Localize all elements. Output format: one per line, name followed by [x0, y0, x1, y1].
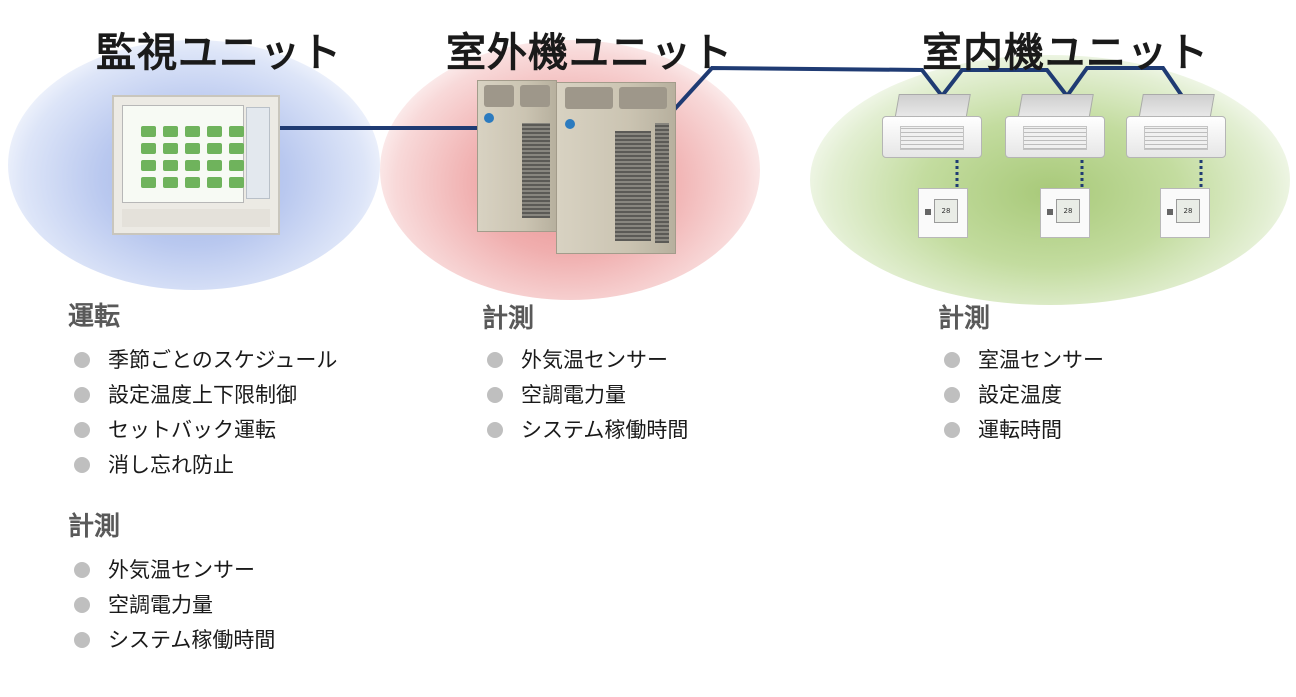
brand-logo-icon	[565, 119, 575, 129]
bullet-icon	[74, 632, 90, 648]
monitor-operation-heading: 運転	[68, 302, 121, 332]
remote-controller-1: 28	[918, 188, 968, 238]
bullet-icon	[74, 422, 90, 438]
list-item: 設定温度上下限制御	[74, 378, 337, 413]
outdoor-indoor-link	[670, 65, 1184, 114]
outdoor-unit-right	[556, 82, 676, 254]
outdoor-measurement-heading: 計測	[482, 304, 535, 334]
list-item: 消し忘れ防止	[74, 448, 337, 483]
list-item: 空調電力量	[487, 378, 688, 413]
monitor-button-grid	[141, 126, 244, 188]
monitor-screen	[122, 105, 244, 203]
bullet-icon	[74, 387, 90, 403]
list-item: 設定温度	[944, 378, 1104, 413]
bullet-icon	[487, 387, 503, 403]
remote-controller-3: 28	[1160, 188, 1210, 238]
bullet-icon	[944, 352, 960, 368]
list-item: システム稼働時間	[74, 623, 275, 658]
bullet-icon	[74, 597, 90, 613]
list-item: 外気温センサー	[74, 553, 275, 588]
brand-logo-icon	[484, 113, 494, 123]
bullet-icon	[944, 422, 960, 438]
bullet-icon	[74, 457, 90, 473]
indoor-measurement-heading: 計測	[938, 304, 991, 334]
remote-display: 28	[1176, 199, 1200, 223]
list-item: 室温センサー	[944, 343, 1104, 378]
outdoor-unit-title: 室外機ユニット	[446, 30, 733, 76]
remote-controller-2: 28	[1040, 188, 1090, 238]
list-item: セットバック運転	[74, 413, 337, 448]
bullet-icon	[487, 352, 503, 368]
monitor-bezel	[122, 209, 270, 227]
monitor-operation-list: 季節ごとのスケジュール 設定温度上下限制御 セットバック運転 消し忘れ防止	[74, 343, 337, 483]
list-item: システム稼働時間	[487, 413, 688, 448]
monitor-side-menu	[246, 107, 270, 199]
indoor-unit-title: 室内機ユニット	[922, 30, 1209, 76]
indoor-cassette-2	[1005, 94, 1105, 158]
bullet-icon	[74, 352, 90, 368]
list-item: 空調電力量	[74, 588, 275, 623]
indoor-cassette-1	[882, 94, 982, 158]
indoor-measurement-list: 室温センサー 設定温度 運転時間	[944, 343, 1104, 448]
bullet-icon	[487, 422, 503, 438]
bullet-icon	[944, 387, 960, 403]
list-item: 季節ごとのスケジュール	[74, 343, 337, 378]
list-item: 運転時間	[944, 413, 1104, 448]
remote-display: 28	[934, 199, 958, 223]
outdoor-unit-left	[477, 80, 557, 232]
indoor-cassette-3	[1126, 94, 1226, 158]
monitor-panel-image	[112, 95, 280, 235]
bullet-icon	[74, 562, 90, 578]
remote-display: 28	[1056, 199, 1080, 223]
monitor-measurement-list: 外気温センサー 空調電力量 システム稼働時間	[74, 553, 275, 658]
monitor-measurement-heading: 計測	[68, 512, 121, 542]
list-item: 外気温センサー	[487, 343, 688, 378]
monitor-unit-title: 監視ユニット	[96, 30, 342, 76]
outdoor-measurement-list: 外気温センサー 空調電力量 システム稼働時間	[487, 343, 688, 448]
